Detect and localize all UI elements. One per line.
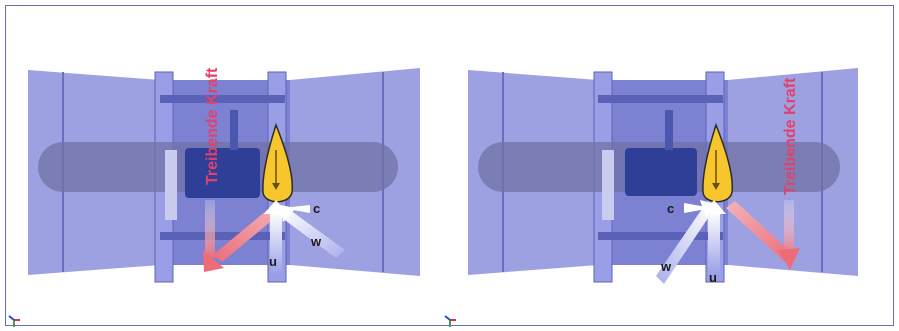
axis-gizmo-icon xyxy=(442,312,458,328)
velocity-label-w: w xyxy=(660,259,672,274)
velocity-label-u: u xyxy=(709,270,717,285)
velocity-label-c: c xyxy=(667,201,674,216)
frame-bar-top xyxy=(598,95,723,103)
force-label: Treibende Kraft xyxy=(782,77,799,195)
u-arrow-shaft xyxy=(708,212,720,274)
motor xyxy=(625,148,697,196)
frame-bar-bottom xyxy=(598,232,723,240)
axis-gizmo-icon xyxy=(6,312,22,328)
